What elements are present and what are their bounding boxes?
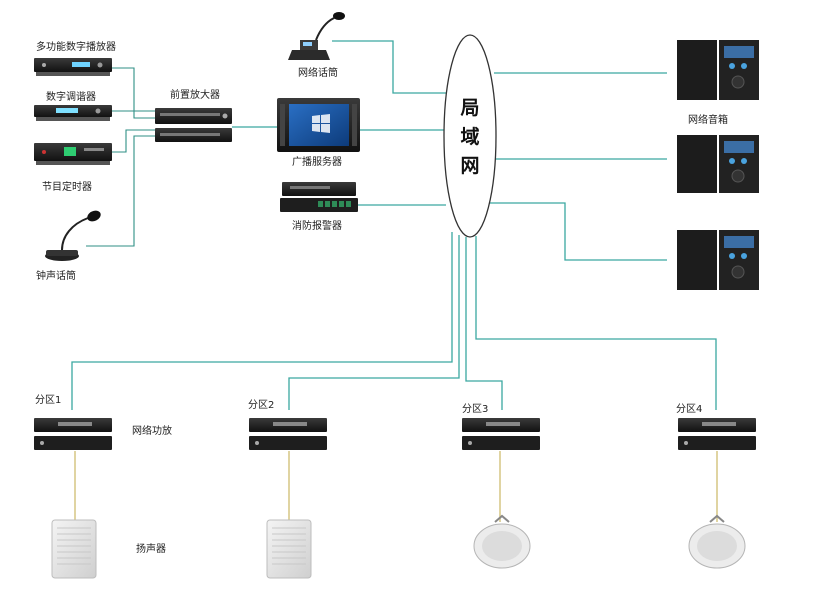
hub-char-2: 域: [460, 125, 479, 148]
zone-3-label: 分区3: [462, 403, 488, 415]
broadcast-server-device: [277, 98, 360, 152]
fire-alarm-device: [280, 182, 358, 212]
lan-hub: 局 域 网: [443, 34, 497, 238]
preamp-device: [155, 108, 232, 142]
tuner-label: 数字调谐器: [46, 90, 96, 103]
timer-label: 节目定时器: [42, 180, 92, 193]
zone-1-label: 分区1: [35, 394, 61, 406]
connection-wires: [71, 40, 718, 522]
timer-device: [34, 143, 112, 165]
fire-alarm-label: 消防报警器: [292, 219, 342, 232]
zone-2-label: 分区2: [248, 399, 274, 411]
multi-player-device: [34, 58, 112, 76]
network-speaker-2: [677, 135, 759, 193]
zone-4-label: 分区4: [676, 403, 702, 415]
preamp-label: 前置放大器: [170, 88, 220, 101]
zone-2: 分区2: [248, 399, 327, 450]
ceiling-speaker-2: [688, 514, 746, 569]
broadcast-server-label: 广播服务器: [292, 155, 342, 168]
zone-1: 分区1: [34, 394, 112, 450]
loudspeaker-label: 扬声器: [136, 542, 166, 555]
tuner-device: [34, 105, 112, 121]
network-speaker-label: 网络音箱: [688, 113, 728, 126]
network-mic-device: [288, 12, 345, 60]
zone-4: 分区4: [676, 403, 756, 450]
network-speaker-1: [677, 40, 759, 100]
bell-mic-device: [45, 210, 101, 261]
multi-player-label: 多功能数字播放器: [36, 40, 116, 53]
bell-mic-label: 钟声话筒: [36, 269, 76, 282]
network-mic-label: 网络话筒: [298, 66, 338, 79]
hub-char-1: 局: [460, 97, 479, 119]
network-speaker-3: [677, 230, 759, 290]
net-amp-label: 网络功放: [132, 424, 172, 437]
hub-char-3: 网: [460, 155, 479, 177]
wall-speaker-2: [266, 519, 312, 579]
zone-3: 分区3: [462, 403, 540, 450]
ceiling-speaker-1: [473, 514, 531, 569]
wall-speaker-1: [51, 519, 97, 579]
